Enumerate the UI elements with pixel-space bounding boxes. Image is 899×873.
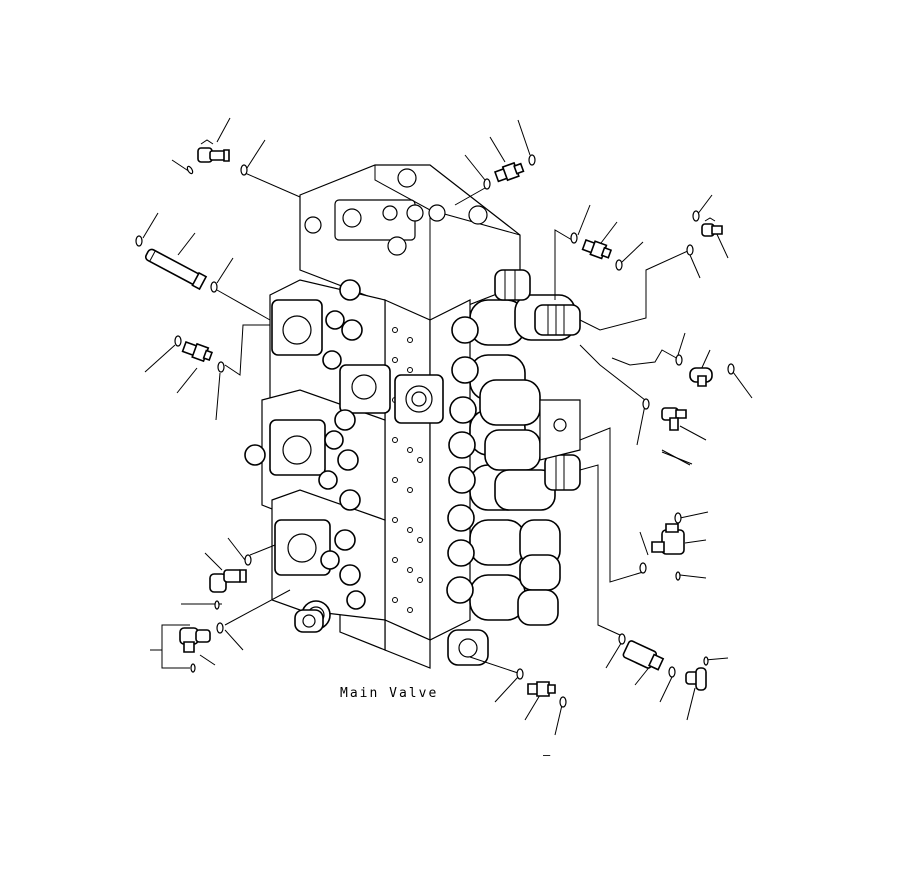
o-rings — [136, 155, 734, 707]
leader-lines — [143, 118, 752, 735]
diagram-mark: – — [543, 748, 551, 762]
main-valve-body — [245, 165, 580, 668]
diagram-caption: Main Valve — [340, 686, 439, 701]
fittings — [144, 140, 722, 696]
